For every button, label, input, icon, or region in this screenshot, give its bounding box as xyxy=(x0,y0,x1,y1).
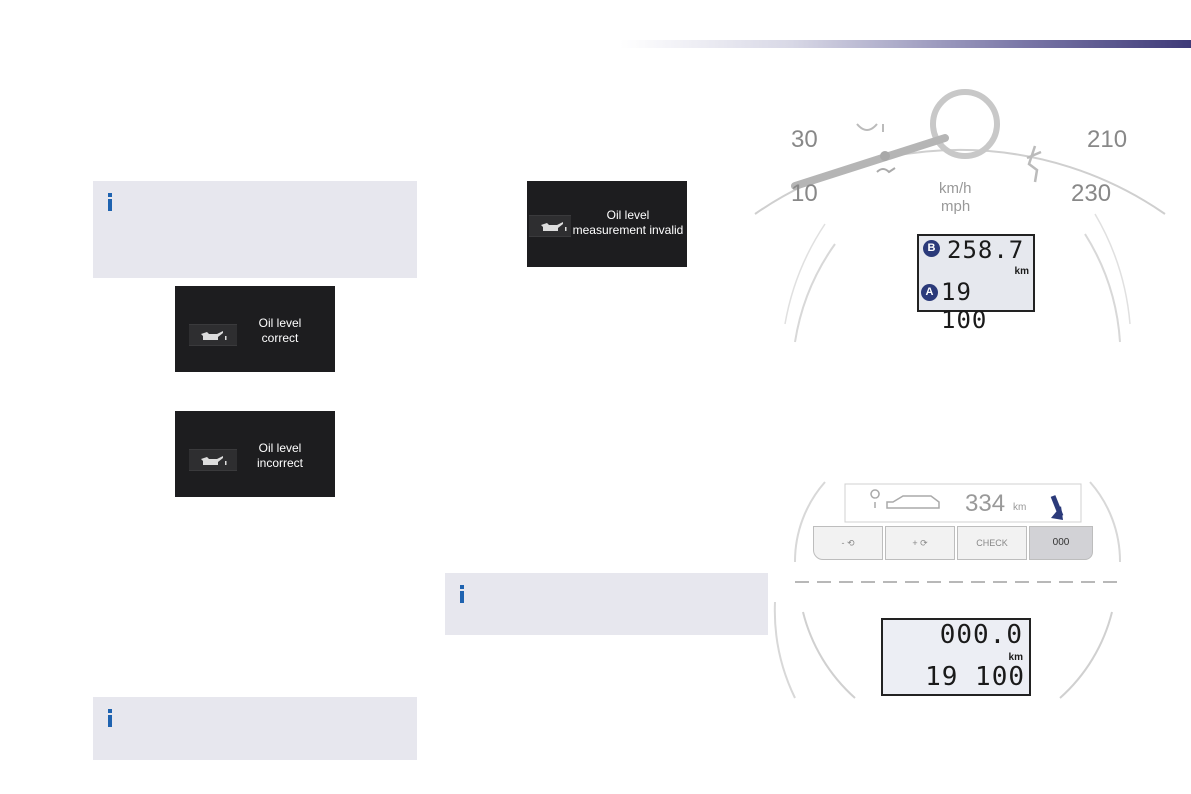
gauge-label: 10 xyxy=(791,180,818,207)
increase-button[interactable]: + ⟳ xyxy=(885,526,955,560)
range-value: 334 xyxy=(965,490,1006,517)
oil-can-icon xyxy=(189,449,237,471)
header-gradient-bar xyxy=(620,40,1191,48)
odometer-value: 19 100 xyxy=(941,278,988,334)
speed-unit-kmh: km/h xyxy=(939,180,972,197)
oil-can-icon xyxy=(189,324,237,346)
range-unit: km xyxy=(1013,502,1027,513)
info-box xyxy=(93,181,417,278)
oil-level-invalid-screen: Oil level measurement invalid xyxy=(527,181,687,267)
oil-level-correct-screen: Oil level correct xyxy=(175,286,335,372)
gauge-label: 230 xyxy=(1071,180,1112,207)
trip-reset-button[interactable]: 000 xyxy=(1029,526,1093,560)
info-box xyxy=(93,697,417,760)
decrease-button[interactable]: - ⟲ xyxy=(813,526,883,560)
oil-status-text: Oil level incorrect xyxy=(256,441,303,470)
trip-b-marker: B xyxy=(923,240,940,257)
oil-status-text: Oil level correct xyxy=(258,316,302,345)
info-icon xyxy=(459,585,465,605)
check-button[interactable]: CHECK xyxy=(957,526,1027,560)
gauge-graphics xyxy=(754,89,1166,343)
instrument-cluster-speedometer: 30 10 210 230 km/h mph B 258.7 km A 19 1… xyxy=(754,89,1166,343)
odometer-value: 19 100 xyxy=(925,662,1025,692)
gauge-label: 210 xyxy=(1087,126,1128,153)
info-icon xyxy=(107,709,113,729)
trip-value: 000.0 xyxy=(939,620,1023,650)
gauge-label: 30 xyxy=(791,126,818,153)
trip-lcd-display: B 258.7 km A 19 100 xyxy=(917,234,1035,334)
oil-status-text: Oil level measurement invalid xyxy=(572,208,684,237)
speed-unit-mph: mph xyxy=(941,198,971,215)
cluster-graphics xyxy=(773,481,1122,699)
info-box xyxy=(445,573,768,635)
trip-lcd-display: 000.0 km 19 100 xyxy=(881,618,1031,696)
info-icon xyxy=(107,193,113,213)
distance-unit: km xyxy=(1014,266,1029,277)
trip-b-value: 258.7 xyxy=(947,236,1025,264)
oil-level-incorrect-screen: Oil level incorrect xyxy=(175,411,335,497)
oil-can-icon xyxy=(529,215,571,237)
trip-a-marker: A xyxy=(921,284,938,301)
distance-unit: km xyxy=(1008,652,1023,663)
instrument-cluster-trip-reset: 334 km - ⟲ + ⟳ CHECK 000 000.0 km 19 100 xyxy=(773,481,1122,699)
